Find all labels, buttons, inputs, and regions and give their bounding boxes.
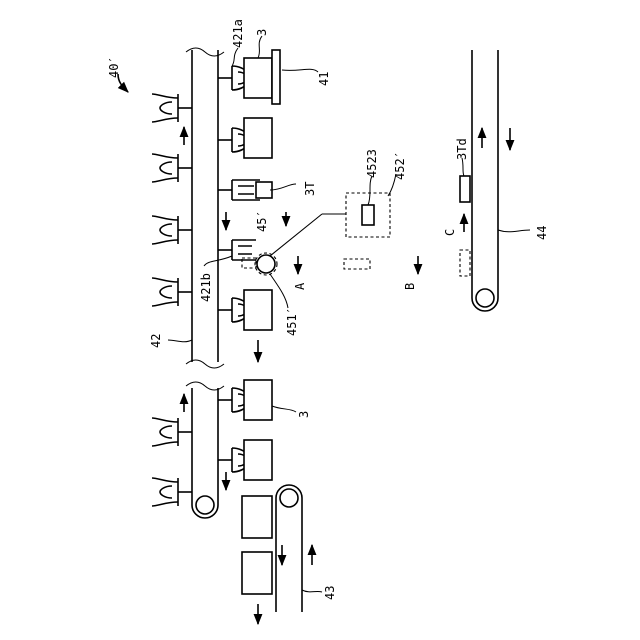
unit-inner-box bbox=[362, 205, 374, 225]
label-hanger-tip: 421b bbox=[199, 273, 213, 302]
label-direction-b: B bbox=[403, 283, 417, 290]
label-direction-a: A bbox=[293, 282, 307, 290]
label-sensor: 451′ bbox=[285, 307, 299, 336]
hook-with-product-1 bbox=[218, 50, 280, 104]
side-conveyor-roller bbox=[476, 289, 494, 307]
hook-with-product-2 bbox=[218, 118, 272, 158]
ghost-product bbox=[344, 259, 370, 269]
output-conveyor bbox=[242, 485, 302, 612]
labels: 40′ 421a 3 41 3T 45′ 421b 451′ A 4523 45… bbox=[107, 19, 549, 600]
ghost-product-side bbox=[460, 250, 470, 276]
sensor-circle bbox=[257, 255, 275, 273]
main-conveyor-roller bbox=[196, 496, 214, 514]
leader-lines bbox=[168, 36, 530, 592]
label-hanger-end: 421a bbox=[231, 19, 245, 48]
hook-transfer-3T bbox=[218, 180, 272, 200]
side-conveyor bbox=[460, 50, 498, 311]
label-system: 40′ bbox=[107, 56, 121, 78]
output-product-2 bbox=[242, 552, 272, 594]
label-conveyor-out: 43 bbox=[323, 586, 337, 600]
hook-with-product-5 bbox=[218, 290, 272, 330]
label-product-detected: 3Td bbox=[455, 138, 469, 160]
hook-empty-421b bbox=[218, 240, 256, 268]
label-product-transfer: 3T bbox=[303, 182, 317, 196]
label-pusher: 41 bbox=[317, 72, 331, 86]
label-direction-c: C bbox=[443, 229, 457, 236]
detection-unit bbox=[255, 193, 390, 275]
label-conveyor-main: 42 bbox=[149, 334, 163, 348]
flow-arrows bbox=[118, 74, 510, 624]
label-unit: 452′ bbox=[393, 151, 407, 180]
label-conveyor-side: 44 bbox=[535, 226, 549, 240]
detected-product bbox=[460, 176, 470, 202]
hook-with-product-6 bbox=[218, 380, 272, 420]
label-product-lower: 3 bbox=[297, 411, 311, 418]
label-unit-inner: 4523 bbox=[365, 149, 379, 178]
output-conveyor-roller bbox=[280, 489, 298, 507]
left-empty-hooks bbox=[152, 94, 192, 506]
label-product-top: 3 bbox=[255, 29, 269, 36]
output-product-1 bbox=[242, 496, 272, 538]
label-detector-link: 45′ bbox=[255, 210, 269, 232]
